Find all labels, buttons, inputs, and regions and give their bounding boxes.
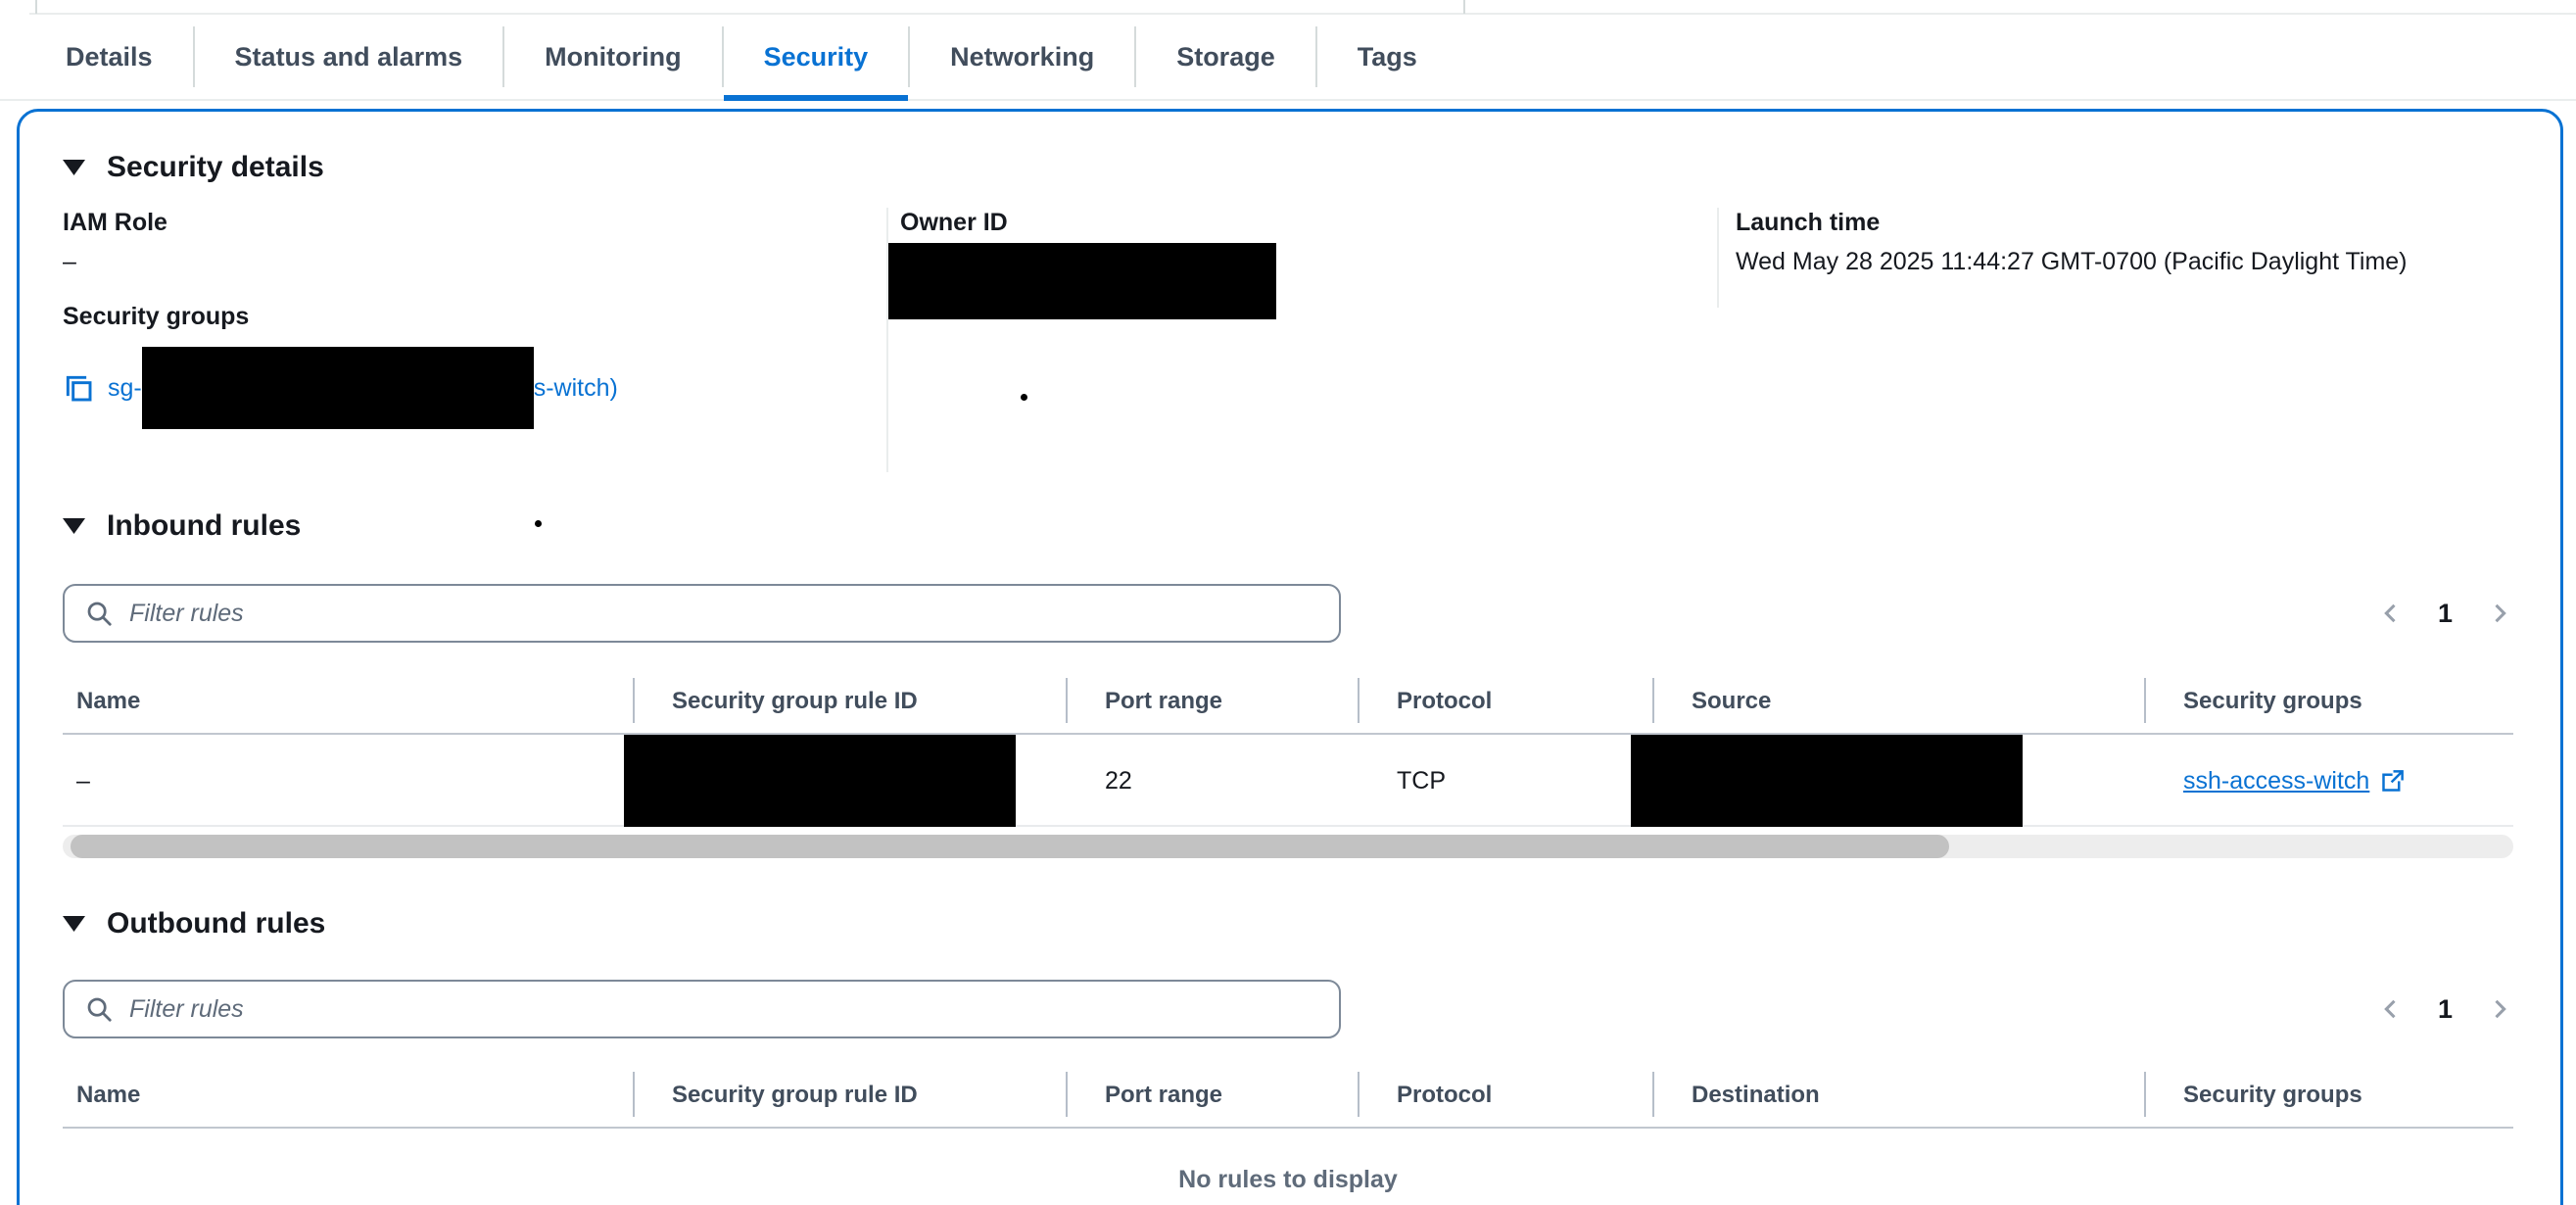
security-group-link-suffix: s-witch)	[533, 373, 618, 402]
column-header-rule-id: Security group rule ID	[633, 678, 1066, 733]
inbound-table-header: Name Security group rule ID Port range P…	[63, 678, 2513, 735]
column-header-protocol: Protocol	[1358, 1072, 1652, 1127]
redacted-source	[1631, 735, 2023, 827]
tab-monitoring[interactable]: Monitoring	[504, 15, 721, 99]
tab-separator	[721, 26, 724, 87]
top-right-line-remnant	[1463, 0, 1465, 14]
outbound-rules-expander[interactable]: Outbound rules	[63, 907, 2513, 940]
security-group-link-prefix: sg-	[108, 373, 142, 402]
tab-networking[interactable]: Networking	[910, 15, 1134, 99]
section-title: Outbound rules	[107, 907, 326, 940]
tab-label: Networking	[950, 41, 1095, 72]
outbound-pagination: 1	[2377, 994, 2513, 1025]
copy-icon[interactable]	[63, 372, 94, 404]
search-icon	[87, 997, 112, 1022]
security-details-grid: IAM Role – Security groups sg-s-wi	[63, 208, 2513, 472]
artifact-dot	[1021, 394, 1027, 401]
iam-role-value: –	[63, 248, 76, 275]
cell-port-range: 22	[1105, 766, 1132, 795]
security-group-rule-link-label: ssh-access-witch	[2183, 766, 2370, 795]
outbound-rules-table: Name Security group rule ID Port range P…	[63, 1072, 2513, 1194]
next-page-button[interactable]	[2486, 600, 2513, 627]
column-header-security-groups: Security groups	[2144, 678, 2513, 733]
tab-label: Monitoring	[545, 41, 682, 72]
column-divider	[1717, 208, 1719, 308]
inbound-rule-row: – 22 TCP ssh-access-witch	[63, 735, 2513, 827]
instance-tab-bar: Details Status and alarms Monitoring Sec…	[0, 15, 2576, 101]
outbound-filter-box	[63, 980, 1341, 1038]
security-details-expander[interactable]: Security details	[63, 151, 2513, 184]
tab-label: Tags	[1357, 41, 1417, 72]
tab-separator	[1134, 26, 1137, 87]
tab-status-and-alarms[interactable]: Status and alarms	[195, 15, 503, 99]
tab-details[interactable]: Details	[25, 15, 193, 99]
tab-label: Status and alarms	[234, 41, 463, 72]
horizontal-scrollbar[interactable]	[63, 835, 2513, 858]
field-iam-role: IAM Role –	[63, 208, 886, 276]
caret-down-icon	[63, 916, 85, 932]
tab-label: Details	[66, 41, 153, 72]
page-number[interactable]: 1	[2437, 993, 2453, 1024]
chevron-right-icon	[2495, 603, 2506, 623]
top-divider-line	[29, 13, 2576, 15]
empty-table-message: No rules to display	[1178, 1166, 1398, 1193]
section-title: Inbound rules	[107, 509, 302, 542]
page-number[interactable]: 1	[2437, 598, 2453, 628]
tab-tags[interactable]: Tags	[1317, 15, 1457, 99]
redacted-security-group-id	[141, 347, 534, 429]
column-header-name: Name	[76, 688, 141, 714]
chevron-left-icon	[2384, 603, 2396, 623]
security-groups-label: Security groups	[63, 303, 250, 330]
launch-time-label: Launch time	[1736, 209, 1881, 236]
security-group-link[interactable]: sg-s-witch)	[108, 347, 618, 429]
column-divider	[886, 208, 888, 472]
redacted-rule-id	[624, 735, 1016, 827]
tab-security[interactable]: Security	[723, 15, 909, 101]
outbound-filter-input[interactable]	[129, 982, 1329, 1036]
search-icon	[87, 602, 112, 626]
column-header-destination: Destination	[1652, 1072, 2144, 1127]
previous-page-button[interactable]	[2377, 600, 2405, 627]
inbound-filter-box	[63, 584, 1341, 643]
inbound-pagination: 1	[2377, 599, 2513, 629]
horizontal-scrollbar-thumb[interactable]	[71, 835, 1949, 858]
next-page-button[interactable]	[2486, 995, 2513, 1023]
column-header-protocol: Protocol	[1358, 678, 1652, 733]
tab-label: Storage	[1176, 41, 1275, 72]
chevron-right-icon	[2495, 999, 2506, 1019]
caret-down-icon	[63, 518, 85, 534]
tab-separator	[1314, 26, 1317, 87]
section-title: Security details	[107, 151, 324, 183]
owner-id-label: Owner ID	[900, 209, 1008, 236]
inbound-filter-input[interactable]	[129, 586, 1329, 641]
redacted-owner-id	[886, 243, 1276, 319]
column-header-rule-id: Security group rule ID	[633, 1072, 1066, 1127]
column-header-port-range: Port range	[1066, 678, 1358, 733]
inbound-rules-expander[interactable]: Inbound rules	[63, 509, 2513, 543]
column-header-port-range: Port range	[1066, 1072, 1358, 1127]
column-header-security-groups: Security groups	[2144, 1072, 2513, 1127]
column-header-name: Name	[76, 1082, 141, 1108]
cell-name: –	[76, 766, 90, 795]
chevron-left-icon	[2384, 999, 2396, 1019]
top-left-line-remnant	[35, 0, 37, 14]
external-link-icon	[2382, 769, 2405, 792]
tab-label: Security	[763, 41, 869, 72]
security-tab-panel: Security details IAM Role – Security gro…	[17, 109, 2563, 1205]
tab-separator	[502, 26, 505, 87]
column-header-source: Source	[1652, 678, 2144, 733]
cell-protocol: TCP	[1397, 766, 1446, 795]
artifact-dot	[535, 520, 542, 527]
tab-separator	[192, 26, 195, 87]
tab-separator	[908, 26, 911, 87]
tab-storage[interactable]: Storage	[1136, 15, 1315, 99]
inbound-rules-table: Name Security group rule ID Port range P…	[63, 678, 2513, 858]
caret-down-icon	[63, 160, 85, 175]
security-group-rule-link[interactable]: ssh-access-witch	[2183, 767, 2406, 795]
launch-time-value: Wed May 28 2025 11:44:27 GMT-0700 (Pacif…	[1736, 248, 2408, 275]
field-security-groups: Security groups sg-s-witch)	[63, 302, 886, 429]
previous-page-button[interactable]	[2377, 995, 2405, 1023]
iam-role-label: IAM Role	[63, 209, 167, 236]
outbound-table-header: Name Security group rule ID Port range P…	[63, 1072, 2513, 1129]
